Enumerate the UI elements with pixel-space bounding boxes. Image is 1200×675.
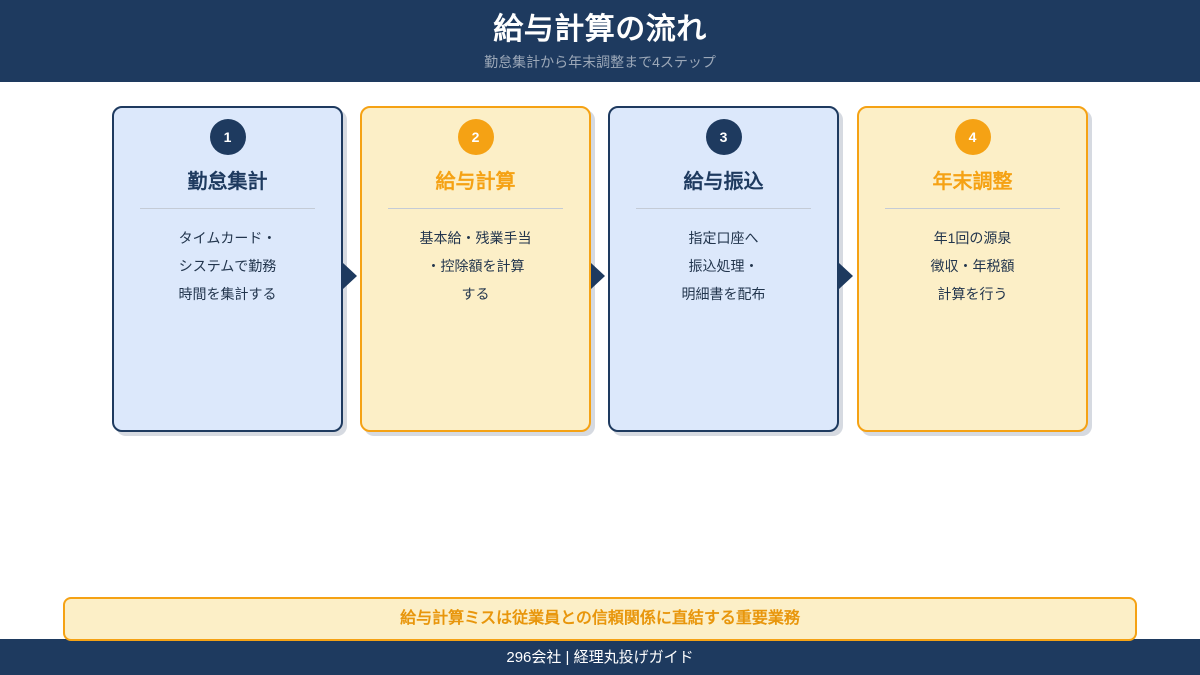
step-title-2: 給与計算	[435, 171, 516, 193]
page-header: 給与計算の流れ 勤怠集計から年末調整まで4ステップ	[0, 0, 1200, 82]
step-number-badge-1: 1	[209, 119, 246, 155]
step-number-badge-3: 3	[705, 119, 742, 155]
arrow-right-icon	[343, 263, 357, 289]
step-divider-4	[885, 208, 1060, 209]
arrow-right-icon	[591, 263, 605, 289]
step-divider-2	[388, 208, 563, 209]
process-flow-steps: 1 勤怠集計 タイムカード・ システムで勤務 時間を集計する 2 給与計算 基本…	[112, 106, 1089, 434]
arrow-right-icon	[839, 263, 853, 289]
step-description-1: タイムカード・ システムで勤務 時間を集計する	[178, 230, 277, 302]
callout-banner-text: 給与計算ミスは従業員との信頼関係に直結する重要業務	[400, 610, 800, 627]
step-card-3[interactable]: 3 給与振込 指定口座へ 振込処理・ 明細書を配布	[608, 106, 839, 432]
page-title: 給与計算の流れ	[493, 13, 707, 47]
step-card-1[interactable]: 1 勤怠集計 タイムカード・ システムで勤務 時間を集計する	[112, 106, 343, 432]
page-footer: 296会社 | 経理丸投げガイド	[0, 639, 1200, 675]
step-divider-1	[140, 208, 315, 209]
page-subtitle: 勤怠集計から年末調整まで4ステップ	[484, 53, 716, 70]
step-card-4[interactable]: 4 年末調整 年1回の源泉 徴収・年税額 計算を行う	[857, 106, 1088, 432]
step-title-1: 勤怠集計	[187, 171, 268, 193]
step-number-badge-2: 2	[457, 119, 494, 155]
footer-text: 296会社 | 経理丸投げガイド	[506, 648, 694, 666]
step-description-4: 年1回の源泉 徴収・年税額 計算を行う	[930, 230, 1015, 302]
callout-banner: 給与計算ミスは従業員との信頼関係に直結する重要業務	[63, 597, 1137, 641]
step-title-4: 年末調整	[932, 171, 1013, 193]
step-description-3: 指定口座へ 振込処理・ 明細書を配布	[681, 230, 766, 302]
step-title-3: 給与振込	[683, 171, 764, 193]
step-number-badge-4: 4	[954, 119, 991, 155]
step-divider-3	[636, 208, 811, 209]
step-description-2: 基本給・残業手当 ・控除額を計算 する	[419, 230, 532, 302]
step-card-2[interactable]: 2 給与計算 基本給・残業手当 ・控除額を計算 する	[360, 106, 591, 432]
